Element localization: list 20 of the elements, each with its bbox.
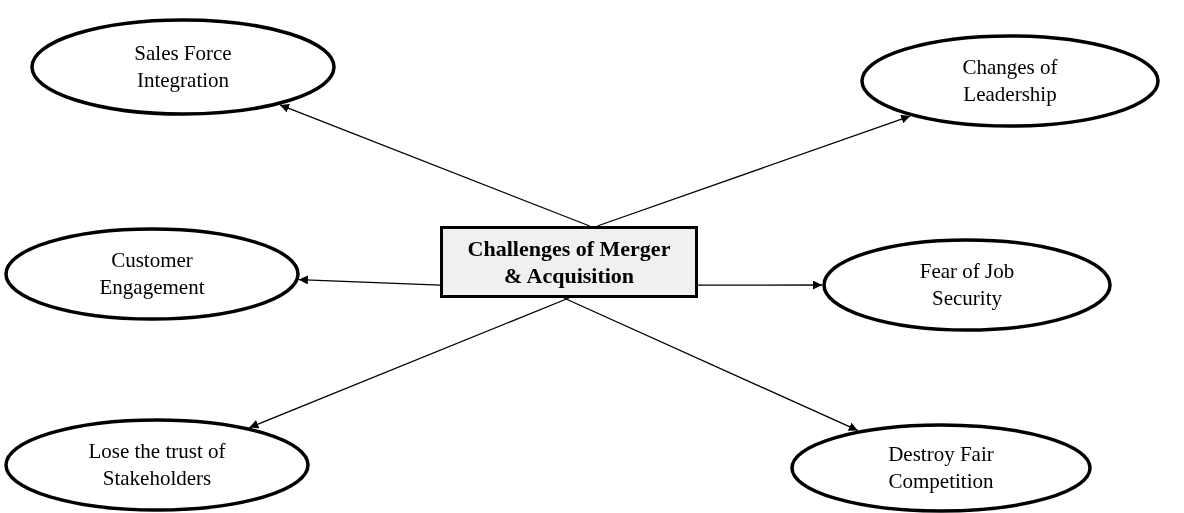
node-label: Lose the trust of Stakeholders [87, 437, 227, 492]
node-label: Challenges of Merger & Acquisition [466, 234, 672, 290]
node-label: Customer Engagement [98, 246, 206, 301]
arrow [596, 114, 911, 227]
arrow [298, 275, 441, 286]
node-label: Sales Force Integration [133, 39, 233, 94]
challenge-ellipse [822, 238, 1112, 332]
challenge-ellipse [790, 423, 1092, 513]
arrow [563, 297, 859, 432]
challenge-ellipse [860, 34, 1160, 128]
arrow [248, 297, 570, 429]
topic-box [440, 226, 698, 298]
challenge-ellipse [4, 227, 300, 321]
node-label: Destroy Fair Competition [887, 440, 995, 495]
arrow [697, 280, 823, 290]
challenge-ellipse [30, 18, 336, 116]
arrow [279, 104, 591, 227]
challenge-ellipse [4, 418, 310, 512]
node-label: Fear of Job Security [918, 257, 1016, 312]
node-label: Changes of Leadership [961, 53, 1059, 108]
